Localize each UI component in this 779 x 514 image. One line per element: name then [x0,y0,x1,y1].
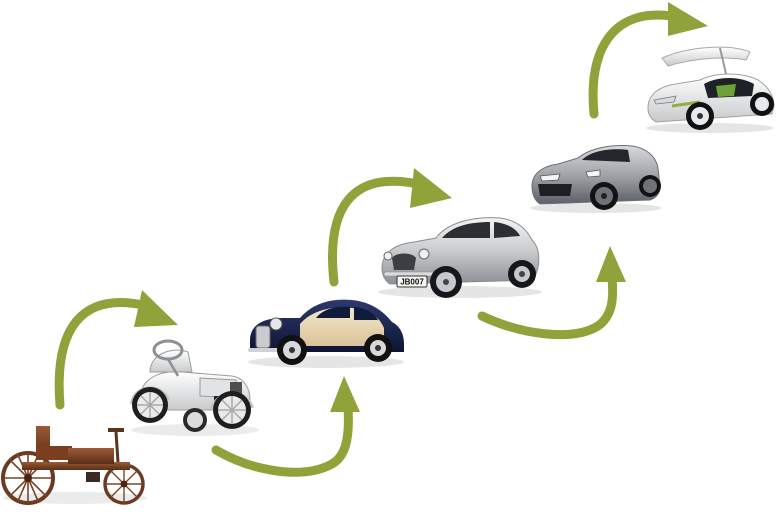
arrow-3-head [410,168,452,208]
arrow-2-head [330,376,360,412]
arrow-1 [54,298,153,410]
arrow-4-head [596,246,626,282]
arrow-5 [588,10,677,119]
veteran-car-icon [130,339,259,436]
concept-car-icon [646,46,775,133]
sports-car-icon [530,145,662,213]
arrow-2 [211,403,353,477]
plate-text: JB007 [400,278,424,287]
number-plate [396,275,428,288]
grand-tourer-icon: JB007 [378,217,542,298]
arrow-1-head [134,290,178,327]
arrow-3 [328,176,423,287]
classic-coupe-icon [248,299,404,368]
arrow-5-head [668,2,708,36]
antique-carriage-icon [1,426,147,505]
arrow-4 [477,273,618,340]
